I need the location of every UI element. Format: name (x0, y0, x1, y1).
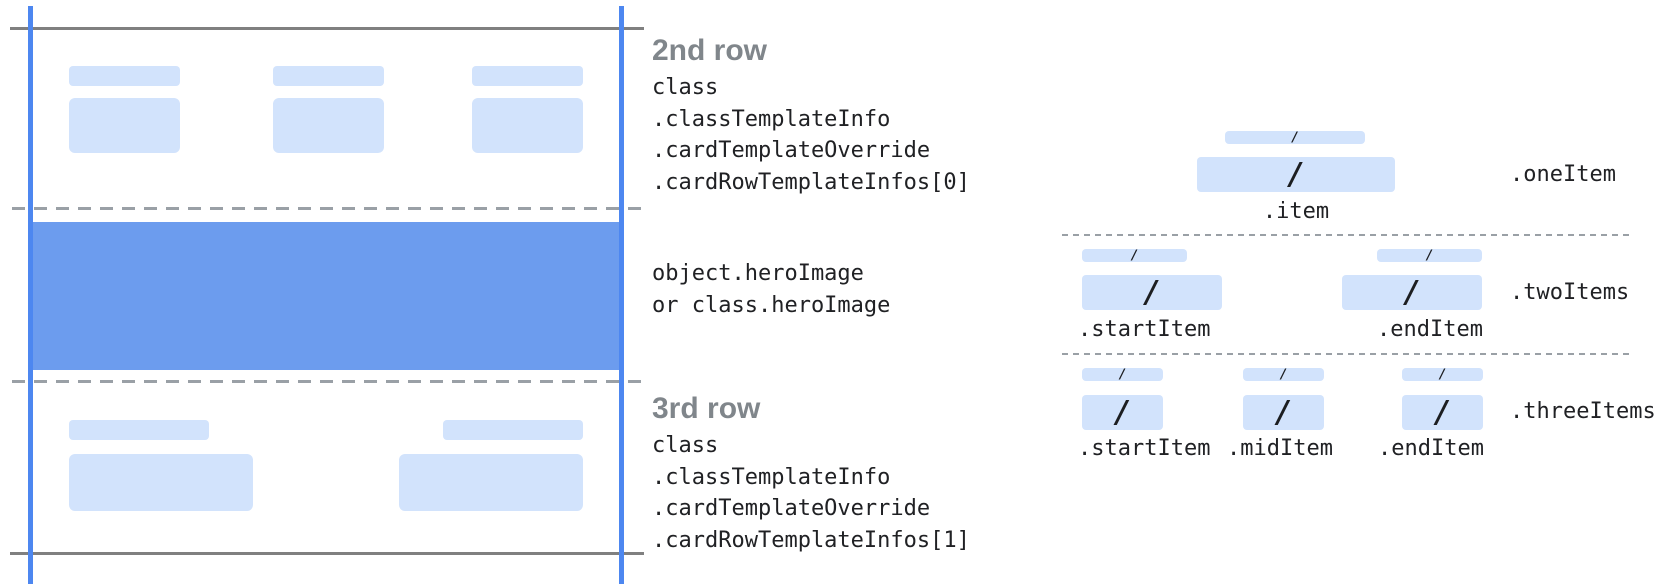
row2-heading: 2nd row (652, 34, 768, 67)
slash-icon: / (1279, 366, 1288, 382)
twoitems-enditem-value-chip: / (1342, 275, 1482, 310)
twoitems-startitem-label: .startItem (1078, 317, 1211, 342)
row3-path-line1: class (652, 433, 719, 458)
slash-icon: / (1286, 156, 1306, 192)
right-row-divider-2 (1062, 353, 1630, 355)
row2-item3-label-placeholder (472, 66, 583, 86)
card-top-edge-line (10, 27, 644, 30)
row2-item3-value-placeholder (472, 98, 583, 153)
threeitems-miditem-label: .midItem (1227, 436, 1333, 461)
slash-icon: / (1130, 247, 1139, 263)
row2-path-line2: .classTemplateInfo (652, 106, 891, 132)
row3-path-line4: .cardRowTemplateInfos[1] (652, 527, 970, 553)
card-bottom-edge-line (10, 552, 644, 555)
twoitems-enditem-label-chip: / (1377, 249, 1482, 262)
row2-path-line3: .cardTemplateOverride (652, 138, 931, 163)
slash-icon: / (1113, 394, 1132, 430)
slash-icon: / (1433, 394, 1452, 430)
row3-path-line3: .cardTemplateOverride (652, 496, 931, 521)
twoitems-startitem-label-chip: / (1082, 249, 1187, 262)
threeitems-miditem-value-chip: / (1243, 395, 1324, 430)
oneitem-row-label: .oneItem (1510, 162, 1616, 187)
slash-icon: / (1438, 366, 1447, 382)
threeitems-startitem-label: .startItem (1078, 436, 1211, 461)
threeitems-miditem-label-chip: / (1243, 368, 1324, 381)
oneitem-item-value-chip: / (1197, 157, 1395, 192)
row2-path-line4: .cardRowTemplateInfos[0] (652, 169, 970, 195)
row2-item1-value-placeholder (69, 98, 180, 153)
row3-heading: 3rd row (652, 392, 761, 425)
slash-icon: / (1291, 129, 1299, 145)
margin-guide-left (28, 6, 33, 584)
threeitems-enditem-label-chip: / (1402, 368, 1483, 381)
row2-item2-value-placeholder (273, 98, 384, 153)
hero-image-block (33, 222, 620, 370)
right-row-divider-1 (1062, 234, 1630, 236)
twoitems-row-label: .twoItems (1510, 280, 1630, 305)
twoitems-enditem-label: .endItem (1377, 317, 1483, 342)
slash-icon: / (1425, 247, 1434, 263)
threeitems-startitem-label-chip: / (1082, 368, 1163, 381)
threeitems-startitem-value-chip: / (1082, 395, 1163, 430)
threeitems-row-label: .threeItems (1510, 399, 1656, 424)
row3-path: class .classTemplateInfo .cardTemplateOv… (652, 430, 1032, 556)
slash-icon: / (1274, 394, 1293, 430)
twoitems-startitem-value-chip: / (1082, 275, 1222, 310)
margin-guide-right (619, 6, 624, 584)
hero-caption: object.heroImage or class.heroImage (652, 258, 1032, 321)
oneitem-item-label: .item (1262, 199, 1330, 224)
row3-path-line2: .classTemplateInfo (652, 464, 891, 490)
hero-caption-line2: or class.heroImage (652, 292, 891, 318)
slash-icon: / (1118, 366, 1127, 382)
oneitem-item-label-chip: / (1225, 131, 1365, 144)
row2-path: class .classTemplateInfo .cardTemplateOv… (652, 72, 1032, 198)
slash-icon: / (1142, 274, 1162, 310)
row3-startitem-label-placeholder (69, 420, 209, 440)
threeitems-enditem-label: .endItem (1378, 436, 1484, 461)
row-divider-dashed-top (12, 207, 650, 210)
row2-path-line1: class (652, 75, 719, 100)
row2-item1-label-placeholder (69, 66, 180, 86)
row3-startitem-value-placeholder (69, 454, 253, 511)
hero-caption-line1: object.heroImage (652, 261, 864, 286)
slash-icon: / (1402, 274, 1422, 310)
threeitems-enditem-value-chip: / (1402, 395, 1483, 430)
row3-enditem-label-placeholder (443, 420, 583, 440)
row3-enditem-value-placeholder (399, 454, 583, 511)
row2-item2-label-placeholder (273, 66, 384, 86)
row-divider-dashed-bottom (12, 380, 650, 383)
